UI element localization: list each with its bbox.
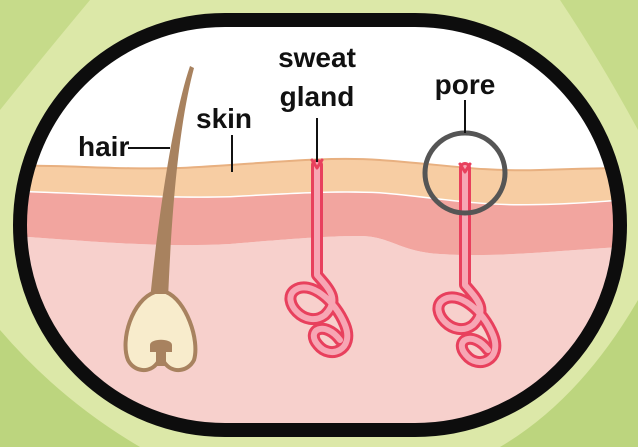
label-skin: skin	[196, 103, 252, 134]
label-gland: gland	[280, 81, 355, 112]
label-pore: pore	[435, 69, 496, 100]
label-sweat: sweat	[278, 42, 356, 73]
label-hair: hair	[78, 131, 129, 162]
